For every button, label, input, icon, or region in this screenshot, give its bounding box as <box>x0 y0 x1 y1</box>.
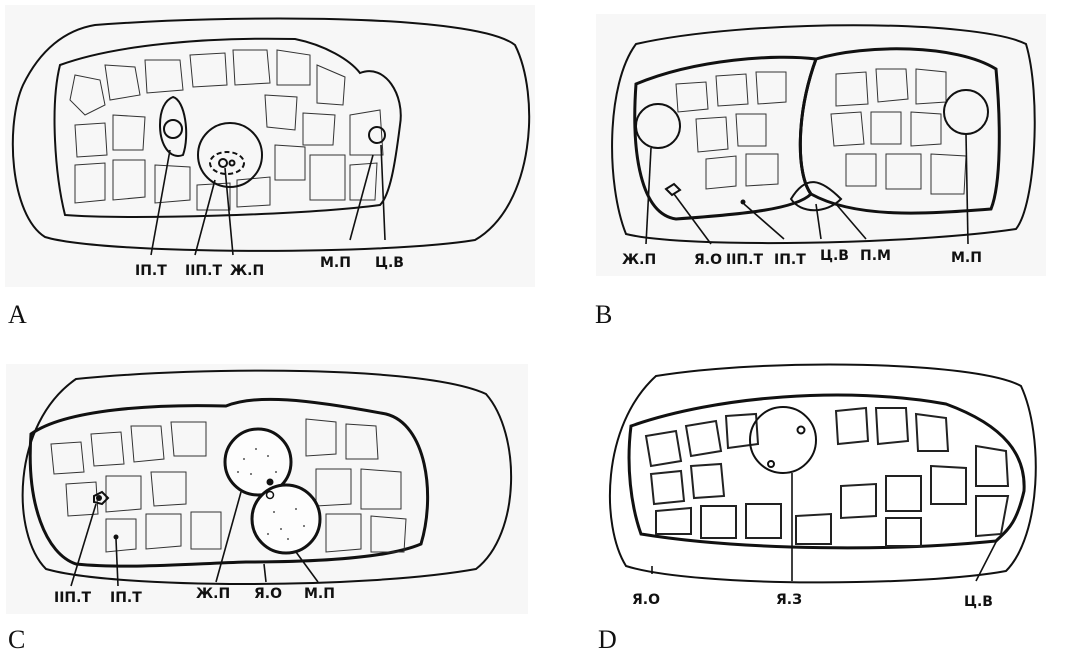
phloem-dot <box>114 535 119 540</box>
vessel-lumen <box>219 159 227 167</box>
label-1: IП.Т <box>135 263 167 279</box>
label-6: П.М <box>860 248 891 264</box>
central-vessel <box>198 123 262 187</box>
vessel-lumen <box>230 161 235 166</box>
vessel-lumen <box>798 427 805 434</box>
label-2: Я.О <box>694 252 722 268</box>
label-5: Ц.В <box>820 248 849 264</box>
panel-a-diagram: IП.Т IIП.Т Ж.П М.П Ц.В <box>5 5 535 287</box>
cell-network <box>676 69 966 194</box>
leader-line <box>225 168 233 255</box>
leader-line <box>216 492 241 582</box>
phloem-dot <box>96 495 102 501</box>
label-3: IIП.Т <box>726 252 763 268</box>
label-3: Ж.П <box>196 586 230 602</box>
panel-d-diagram: Я.О Я.З Ц.В <box>596 356 1046 616</box>
inner-xylem-outline <box>629 395 1024 548</box>
label-4: IП.Т <box>774 252 806 268</box>
cell-network <box>51 419 406 552</box>
panel-b: Ж.П Я.О IIП.Т IП.Т Ц.В П.М М.П <box>596 14 1046 276</box>
label-7: М.П <box>951 250 982 266</box>
vessel-lumen <box>768 461 774 467</box>
leader-line <box>381 145 385 240</box>
leader-line <box>264 564 266 582</box>
panel-c: IIП.Т IП.Т Ж.П Я.О М.П <box>6 364 528 614</box>
leader-line <box>966 134 968 244</box>
label-4: М.П <box>320 255 351 271</box>
panel-d: Я.О Я.З Ц.В <box>596 356 1046 616</box>
leader-line <box>296 552 318 582</box>
lower-phloem-vessel <box>252 485 320 553</box>
panel-b-diagram: Ж.П Я.О IIП.Т IП.Т Ц.В П.М М.П <box>596 14 1046 276</box>
cell-network <box>646 408 1008 546</box>
leader-line <box>195 180 215 255</box>
panel-a: IП.Т IIП.Т Ж.П М.П Ц.В <box>5 5 535 287</box>
label-4: Я.О <box>254 586 282 602</box>
central-vessel <box>750 407 816 473</box>
leader-line <box>976 542 996 581</box>
panel-letter-b: B <box>595 300 612 330</box>
panel-c-diagram: IIП.Т IП.Т Ж.П Я.О М.П <box>6 364 528 614</box>
label-1: Я.О <box>632 592 660 608</box>
outer-sheath <box>610 365 1036 583</box>
left-phloem-vessel <box>636 104 680 148</box>
label-3: Ж.П <box>230 263 264 279</box>
label-2: IП.Т <box>110 590 142 606</box>
label-5: Ц.В <box>375 255 404 271</box>
label-5: М.П <box>304 586 335 602</box>
label-1: Ж.П <box>622 252 656 268</box>
panel-letter-a: A <box>8 300 27 330</box>
leader-line <box>71 504 96 586</box>
panel-letter-c: C <box>8 625 25 655</box>
small-vessel <box>369 127 385 143</box>
phloem-vessel-1 <box>164 120 182 138</box>
right-phloem-vessel <box>944 90 988 134</box>
panel-letter-d: D <box>598 625 617 655</box>
label-3: Ц.В <box>964 594 993 610</box>
phloem-fiber <box>666 184 680 195</box>
left-bundle-outline <box>635 57 816 219</box>
label-2: Я.З <box>776 592 802 608</box>
label-1: IIП.Т <box>54 590 91 606</box>
leader-line <box>350 155 373 240</box>
label-2: IIП.Т <box>185 263 222 279</box>
